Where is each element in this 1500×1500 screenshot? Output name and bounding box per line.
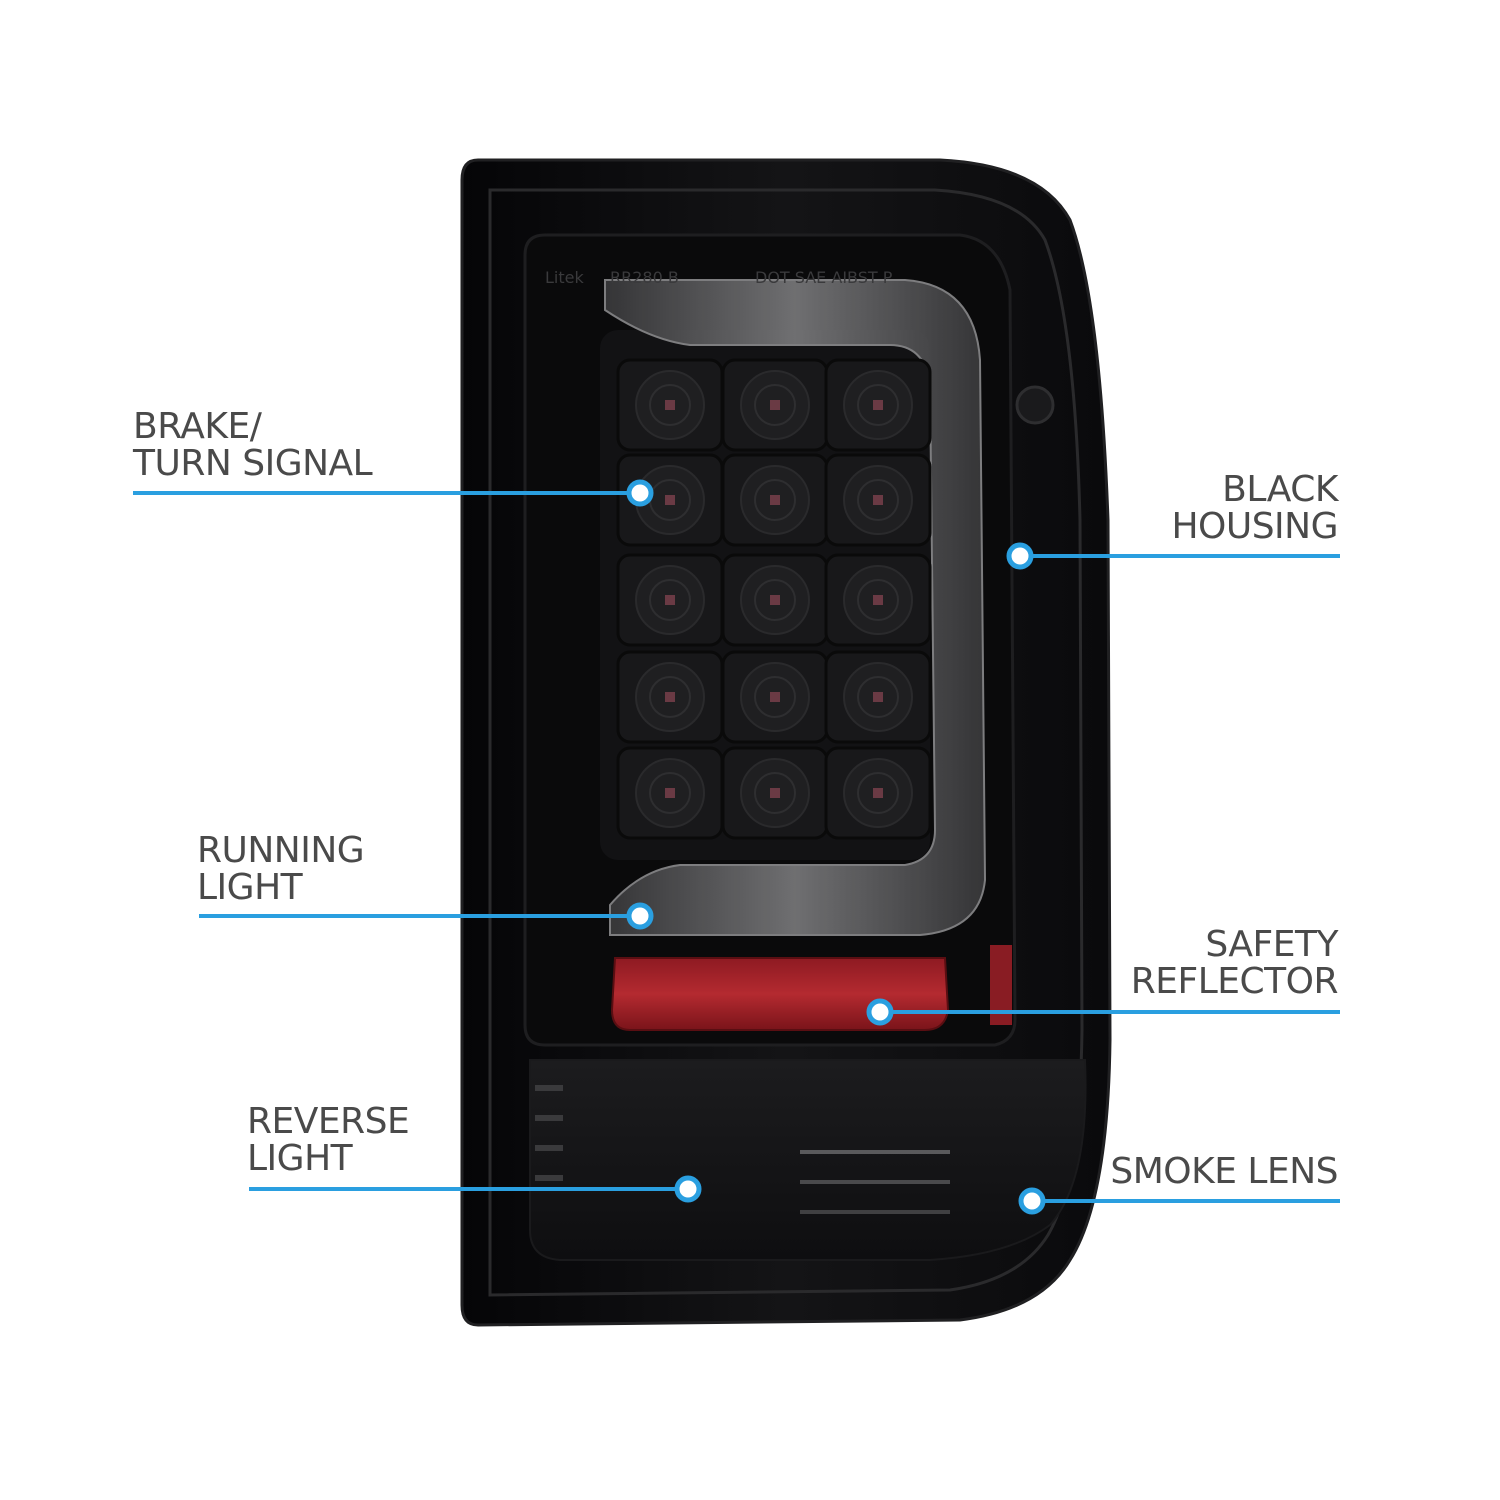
housing-rim bbox=[488, 188, 1084, 1297]
lens-marking-code: RR280 B bbox=[610, 268, 679, 287]
marker-running-light bbox=[626, 902, 654, 930]
led-cell bbox=[721, 358, 829, 452]
lens-marking-dot: DOT SAE AIBST P bbox=[755, 268, 893, 287]
light-bar bbox=[604, 279, 987, 936]
led-cell bbox=[824, 453, 932, 547]
marker-smoke-lens bbox=[1018, 1187, 1046, 1215]
safety-reflector-panel bbox=[610, 957, 950, 1031]
mount-bolt bbox=[1015, 385, 1055, 425]
led-grid bbox=[616, 358, 932, 840]
led-cell bbox=[616, 746, 724, 840]
led-cell bbox=[824, 746, 932, 840]
led-cell bbox=[616, 650, 724, 744]
led-cell bbox=[824, 553, 932, 647]
marker-black-housing bbox=[1006, 542, 1034, 570]
lens-marking-brand: Litek bbox=[545, 268, 584, 287]
led-cell bbox=[824, 650, 932, 744]
label-brake-turn-signal: BRAKE/ TURN SIGNAL bbox=[133, 406, 373, 484]
marker-reverse-light bbox=[674, 1175, 702, 1203]
callout-lines bbox=[133, 479, 1340, 1215]
label-running-light: RUNNING LIGHT bbox=[197, 830, 365, 908]
led-cell bbox=[721, 553, 829, 647]
led-cell bbox=[721, 453, 829, 547]
marker-safety-reflector bbox=[866, 998, 894, 1026]
smoke-lens-panel bbox=[529, 1059, 1087, 1261]
marker-brake-turn-signal bbox=[626, 479, 654, 507]
side-reflector bbox=[990, 945, 1012, 1025]
label-black-housing: BLACK HOUSING bbox=[1171, 469, 1338, 547]
led-cell bbox=[824, 358, 932, 452]
led-cell bbox=[616, 358, 724, 452]
led-cell bbox=[721, 650, 829, 744]
led-cell bbox=[616, 553, 724, 647]
label-smoke-lens: SMOKE LENS bbox=[1110, 1151, 1338, 1192]
label-reverse-light: REVERSE LIGHT bbox=[247, 1101, 410, 1179]
led-cell bbox=[721, 746, 829, 840]
label-safety-reflector: SAFETY REFLECTOR bbox=[1130, 924, 1339, 1002]
reverse-light-ribs bbox=[535, 1085, 950, 1214]
